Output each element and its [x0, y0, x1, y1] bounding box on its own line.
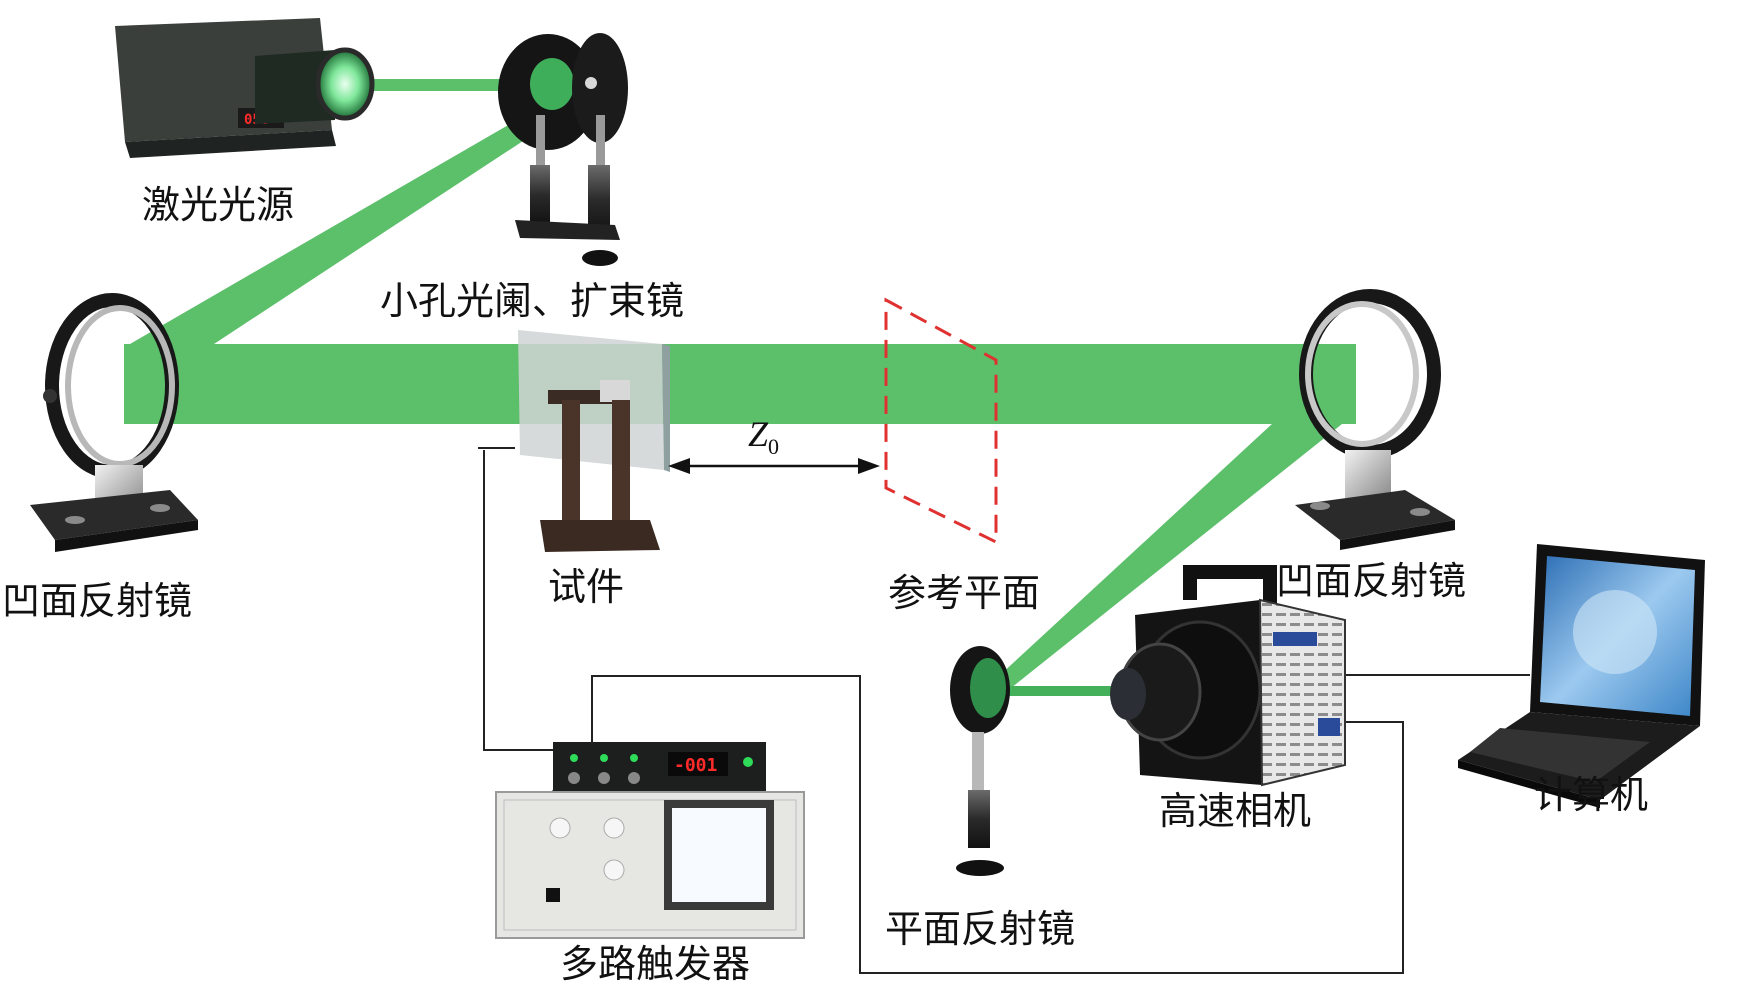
plane-mirror-device [950, 646, 1010, 876]
distance-arrow [668, 458, 880, 474]
concave-mirror-left-device [30, 293, 198, 552]
high-speed-camera-device [1110, 565, 1346, 787]
beam-right-mirror-to-plane-mirror [986, 424, 1342, 688]
label-concave-mirror-right: 凹面反射镜 [1276, 559, 1467, 603]
computer-device [1458, 544, 1705, 808]
laser-source-device: 050 [115, 18, 375, 158]
reference-plane [884, 297, 998, 545]
label-concave-mirror-left: 凹面反射镜 [2, 579, 193, 623]
pinhole-expander-device [498, 33, 628, 266]
label-multi-trigger: 多路触发器 [560, 942, 751, 986]
specimen-device [518, 330, 670, 552]
label-reference-plane: 参考平面 [888, 571, 1041, 615]
label-high-speed-camera: 高速相机 [1159, 789, 1312, 833]
wire-trigger-to-camera [591, 675, 1404, 974]
label-laser-source: 激光光源 [142, 183, 295, 227]
beam-expander-to-left-mirror [130, 80, 596, 344]
wire-specimen-to-trigger [483, 450, 560, 751]
distance-subscript: 0 [768, 434, 780, 460]
distance-label: Z0 [748, 416, 779, 458]
distance-symbol: Z [748, 414, 769, 454]
label-pinhole-expander: 小孔光阑、扩束镜 [380, 279, 685, 323]
trigger-readout: -001 [674, 755, 717, 776]
label-computer: 计算机 [1534, 773, 1649, 817]
label-plane-mirror: 平面反射镜 [885, 907, 1076, 951]
concave-mirror-right-device [1295, 289, 1455, 550]
multi-trigger-device: -001 [495, 742, 805, 939]
beam-plane-mirror-to-camera [988, 686, 1113, 696]
beam-collimated [124, 344, 1356, 424]
laser-beams [124, 79, 1356, 696]
label-specimen: 试件 [548, 565, 625, 609]
